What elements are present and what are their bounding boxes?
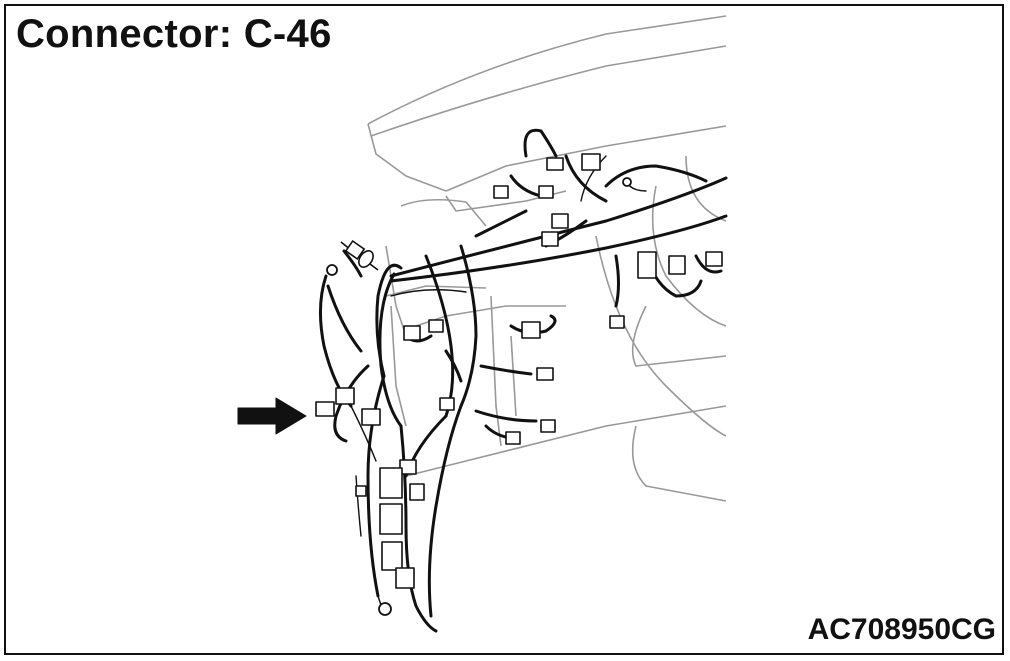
- connectors: [315, 153, 723, 589]
- ring-terminals: [326, 177, 632, 616]
- connector: [493, 185, 509, 199]
- ground-terminal: [326, 264, 338, 276]
- grommet: [340, 239, 379, 271]
- connector: [521, 321, 541, 339]
- connector: [399, 459, 417, 475]
- connector: [395, 567, 415, 589]
- ground-terminal: [622, 177, 632, 187]
- ground-terminal: [378, 602, 392, 616]
- connector: [379, 503, 403, 535]
- connector: [381, 541, 403, 571]
- connector: [335, 387, 355, 405]
- figure-code: AC708950CG: [807, 613, 996, 646]
- connector: [409, 483, 425, 501]
- page-title: Connector: C-46: [16, 12, 332, 56]
- diagram-frame: Connector: C-46: [4, 4, 1004, 655]
- connector: [668, 255, 686, 275]
- connector: [538, 185, 554, 199]
- connector: [439, 397, 455, 411]
- wiring-harness: [318, 128, 728, 633]
- connector-c46: [315, 401, 335, 417]
- connector: [546, 157, 564, 171]
- connector: [637, 251, 657, 279]
- connector: [355, 485, 367, 497]
- connector: [361, 408, 381, 426]
- connector: [541, 231, 559, 247]
- wiring-harness-illustration: [237, 15, 728, 633]
- connector: [379, 467, 403, 499]
- connector: [581, 153, 601, 171]
- connector: [705, 251, 723, 267]
- connector: [428, 319, 444, 333]
- arrow-right-icon: [237, 397, 307, 435]
- connector: [536, 367, 554, 381]
- connector: [403, 325, 421, 341]
- connector: [505, 431, 521, 445]
- connector: [609, 315, 625, 329]
- connector: [540, 419, 556, 433]
- connector: [551, 213, 569, 229]
